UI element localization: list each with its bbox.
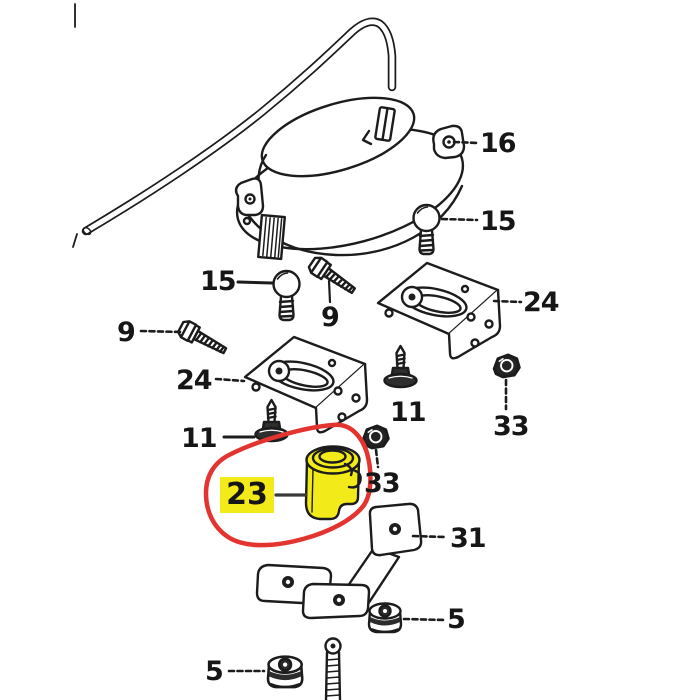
screw-15-right-drawing [412, 203, 441, 256]
callout-label-16: 16 [480, 128, 517, 159]
callout-label-11-left: 11 [181, 423, 218, 454]
callout-label-33-left: 33 [364, 468, 401, 499]
callout-label-5-left: 5 [205, 656, 224, 687]
cover-part-16-drawing [234, 96, 466, 261]
highlighted-part-23-bushing [304, 445, 362, 521]
callout-label-9-left: 9 [117, 317, 136, 348]
bolt-9-right-drawing [305, 253, 360, 300]
plate-24-left-drawing [243, 335, 369, 434]
callout-23-label-background [220, 477, 274, 513]
grommet-5-left-drawing [266, 655, 304, 689]
bolt-9-left-drawing [175, 317, 231, 360]
edge-tick [72, 233, 78, 248]
callout-label-31: 31 [450, 523, 487, 554]
screw-15-left-drawing [272, 269, 301, 322]
breather-tube-drawing [81, 17, 397, 236]
plate-24-right-drawing [376, 261, 502, 360]
callout-label-24-left: 24 [176, 365, 213, 396]
cover-tab [374, 106, 396, 142]
nut-33-right-drawing [492, 353, 521, 379]
callout-label-24-right: 24 [523, 287, 560, 318]
cover-hatched-peg [257, 213, 286, 261]
callout-label-33-right: 33 [493, 411, 530, 442]
bracket-31-drawing [255, 502, 423, 620]
highlight-circle [203, 422, 373, 548]
line-art-root [72, 3, 523, 700]
nut-33-left-drawing [361, 424, 390, 450]
grommet-5-right-drawing [367, 602, 403, 634]
callout-label-9-right: 9 [321, 302, 340, 333]
callout-label-11-right: 11 [390, 397, 427, 428]
callout-label-5-right: 5 [447, 604, 466, 635]
callout-label-15-left: 15 [200, 266, 237, 297]
callout-label-15-right: 15 [480, 206, 517, 237]
mount-11-right-drawing [383, 344, 418, 389]
leader-lines [139, 140, 523, 673]
callout-label-23-highlighted: 23 [226, 477, 268, 512]
bottom-bolt-drawing [324, 637, 342, 700]
